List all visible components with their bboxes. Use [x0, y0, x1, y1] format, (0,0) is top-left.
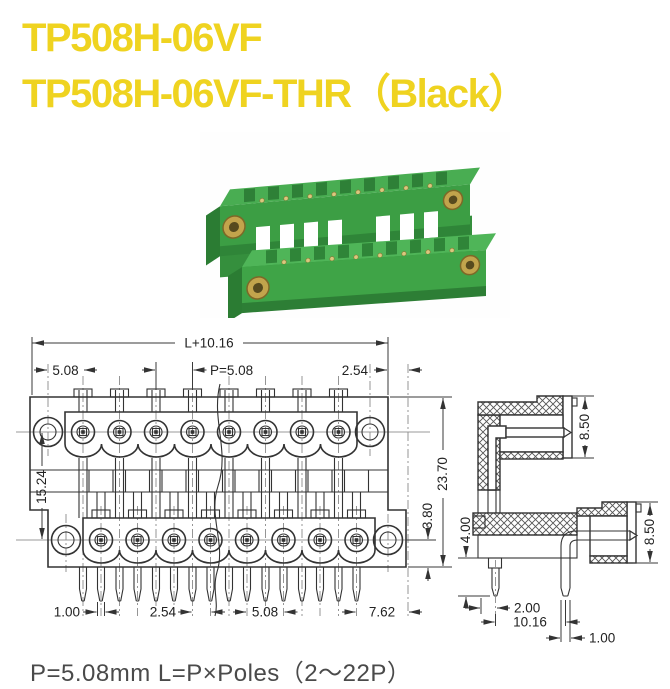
hole-centerlines	[47, 364, 389, 572]
side-straight-pin-cap	[487, 557, 503, 569]
side-top-pin	[505, 427, 565, 438]
bottom-shroud	[82, 517, 376, 564]
side-bottom-cavity	[589, 515, 628, 557]
product-photo	[200, 132, 510, 318]
pin-centerlines-top	[82, 376, 339, 616]
dim-row-offset: 2.54	[150, 605, 177, 620]
break-line	[214, 383, 223, 617]
side-mid-column	[477, 489, 501, 514]
dim-row-pitch: 10.16	[513, 615, 547, 630]
dim-row-spacing: 15.24	[34, 470, 49, 504]
side-bottom-bottom-bar	[589, 555, 628, 564]
dim-pin-to-bottom: 3.80	[420, 503, 435, 529]
side-bent-contact	[560, 530, 630, 597]
dim-end-offset: 7.62	[369, 605, 395, 620]
mid-band	[30, 469, 388, 493]
side-bottom-body	[477, 534, 578, 559]
top-shroud	[64, 411, 358, 458]
top-pin-tails-lower	[78, 458, 344, 518]
side-top-bar	[477, 395, 564, 416]
dim-pin-thickness: 1.00	[589, 631, 615, 646]
pitch-formula-note: P=5.08mm L=P×Poles（2～22P）	[30, 660, 412, 687]
front-view: L+10.16 5.08 P=5.08 2.54 15.24 23.70 3.8…	[16, 336, 452, 620]
side-bottom-top-bar	[576, 501, 628, 517]
photo-lower-row	[228, 233, 496, 318]
dim-first-pin: 5.08	[52, 363, 78, 378]
side-top-bottom-bar	[499, 451, 564, 460]
technical-drawing: L+10.16 5.08 P=5.08 2.54 15.24 23.70 3.8…	[16, 336, 658, 646]
dim-bottom-pitch: 5.08	[252, 605, 278, 620]
dim-pin-inset: 2.00	[514, 601, 540, 616]
dim-plug-height-top: 8.50	[577, 414, 592, 440]
side-view: 8.50 8.50 4.00 2.00 10.16 1.00	[458, 395, 658, 646]
side-bottom-pin-tip	[629, 529, 639, 542]
dim-pin-width: 1.00	[54, 605, 80, 620]
photo-upper-row	[206, 167, 480, 266]
dim-total-height: 23.70	[435, 457, 450, 491]
side-dimension-arrows	[463, 398, 653, 641]
product-model-variant-title: TP508H-06VF-THR（Black）	[22, 72, 528, 116]
product-model-title: TP508H-06VF	[22, 16, 263, 60]
dim-overall-length: L+10.16	[184, 336, 233, 351]
dim-pitch: P=5.08	[210, 363, 253, 378]
photo-upper-pins	[259, 183, 433, 204]
body-outline	[29, 396, 407, 568]
screw-insert	[246, 254, 481, 300]
side-top-flange	[562, 395, 573, 459]
dim-pin-length: 4.00	[458, 517, 473, 543]
side-bottom-bar	[472, 512, 578, 536]
top-pin-tails	[78, 390, 344, 412]
dim-edge: 2.54	[342, 363, 369, 378]
side-top-pin-tip	[563, 426, 573, 439]
dim-plug-height-bottom: 8.50	[642, 519, 657, 545]
dimension-arrows	[33, 340, 446, 615]
screw-insert	[222, 189, 464, 239]
mid-band-dividers	[88, 470, 370, 492]
photo-upper-cutouts	[256, 211, 438, 254]
pin-centerlines-bottom	[100, 506, 357, 616]
